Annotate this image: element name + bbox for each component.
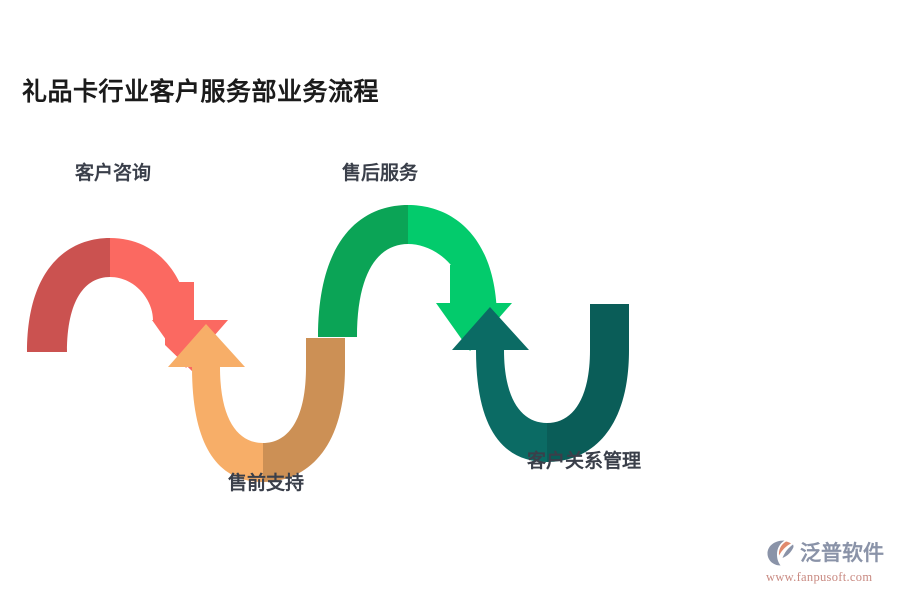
step-label-consult: 客户咨询 bbox=[75, 163, 152, 184]
arrow-presale-head bbox=[168, 324, 245, 367]
arrow-crm bbox=[452, 304, 629, 462]
arrow-presale-left-band bbox=[192, 367, 263, 482]
arrow-consult-left-band bbox=[27, 238, 110, 352]
company-logo: 泛普软件 www.fanpusoft.com bbox=[766, 538, 888, 590]
arrow-crm-left-band bbox=[476, 350, 547, 462]
arrow-presale-right-band bbox=[263, 338, 345, 482]
step-label-presale: 售前支持 bbox=[228, 473, 305, 494]
arrow-crm-head bbox=[452, 307, 529, 350]
logo-row: 泛普软件 bbox=[766, 538, 888, 568]
step-label-aftersale: 售后服务 bbox=[342, 163, 419, 184]
arrow-aftersale-shaft bbox=[450, 265, 478, 307]
arrow-consult-shaft bbox=[166, 282, 194, 324]
arrow-aftersale-left-band bbox=[318, 205, 408, 337]
arrow-crm-right-band bbox=[547, 304, 629, 462]
logo-company-name: 泛普软件 bbox=[800, 541, 884, 565]
fanpu-logo-icon bbox=[767, 540, 794, 566]
page-title: 礼品卡行业客户服务部业务流程 bbox=[22, 78, 380, 106]
logo-website-url: www.fanpusoft.com bbox=[766, 570, 873, 584]
arrow-presale bbox=[168, 324, 345, 482]
step-label-crm: 客户关系管理 bbox=[527, 451, 642, 472]
